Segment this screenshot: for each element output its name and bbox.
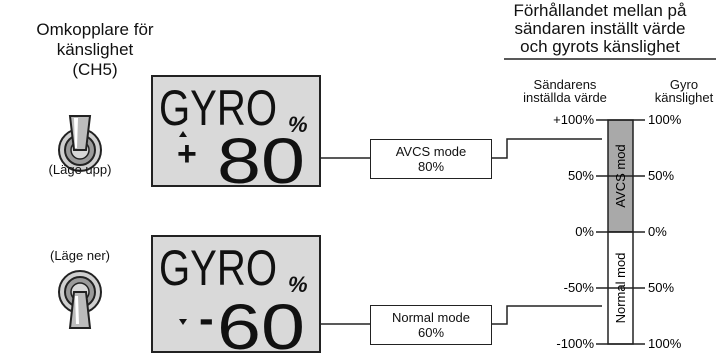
right-column-header: Gyro känslighet (640, 78, 728, 104)
normal-mode-label: Normal mode (371, 310, 491, 325)
right-tick-1: 50% (648, 168, 674, 183)
right-header-line2: känslighet (640, 91, 728, 104)
normal-bar-label: Normal mod (613, 253, 628, 324)
avcs-mode-box: AVCS mode 80% (370, 139, 492, 179)
normal-mode-value: 60% (371, 325, 491, 340)
avcs-mode-label: AVCS mode (371, 144, 491, 159)
left-tick-4: -100% (556, 336, 594, 351)
relation-title-line2: sändaren inställt värde (480, 20, 720, 38)
left-tick-1: 50% (568, 168, 594, 183)
left-tick-3: -50% (564, 280, 595, 295)
normal-mode-box: Normal mode 60% (370, 305, 492, 345)
relation-title-line3: och gyrots känslighet (480, 38, 720, 56)
right-tick-4: 100% (648, 336, 682, 351)
avcs-mode-value: 80% (371, 159, 491, 174)
left-tick-0: +100% (553, 112, 594, 127)
avcs-bar-label: AVCS mod (613, 144, 628, 207)
relation-title: Förhållandet mellan på sändaren inställt… (480, 2, 720, 56)
left-column-header: Sändarens inställda värde (515, 78, 615, 104)
sensitivity-scale: +100% 50% 0% -50% -100% 100% 50% 0% 50% … (540, 108, 728, 351)
right-tick-2: 0% (648, 224, 667, 239)
relation-title-line1: Förhållandet mellan på (480, 2, 720, 20)
left-tick-2: 0% (575, 224, 594, 239)
right-tick-0: 100% (648, 112, 682, 127)
right-tick-3: 50% (648, 280, 674, 295)
left-header-line2: inställda värde (515, 91, 615, 104)
